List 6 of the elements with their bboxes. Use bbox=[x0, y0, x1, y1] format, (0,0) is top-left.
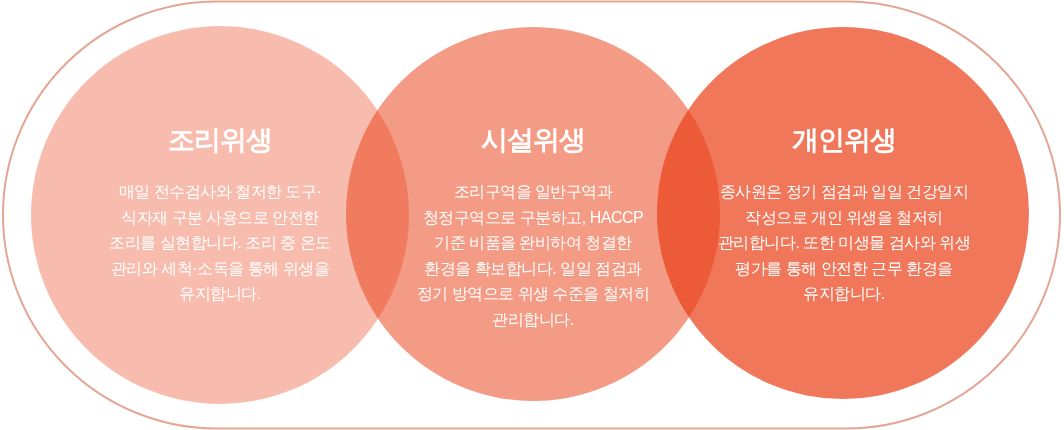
circle-description: 매일 전수검사와 철저한 도구·식자재 구분 사용으로 안전한 조리를 실현합니다. 조리 중 온도 관리와 세척·소독을 통해 위생을 유지합니다. bbox=[108, 182, 332, 304]
circle-title: 개인위생 bbox=[791, 125, 897, 155]
circle-description: 종사원은 정기 점검과 일일 건강일지 작성으로 개인 위생을 철저히 관리합니다. 또한 미생물 검사와 위생 평가를 통해 안전한 근무 환경을 유지합니다. bbox=[716, 182, 972, 304]
circle-title: 시설위생 bbox=[480, 125, 586, 155]
circle-description: 조리구역을 일반구역과 청정구역으로 구분하고, HACCP 기준 비품을 완비하여 청결한 환경을 확보합니다. 일일 점검과 정기 방역으로 위생 수준을 철저히 관리합니다. bbox=[415, 182, 651, 330]
circle-title: 조리위생 bbox=[167, 125, 273, 155]
